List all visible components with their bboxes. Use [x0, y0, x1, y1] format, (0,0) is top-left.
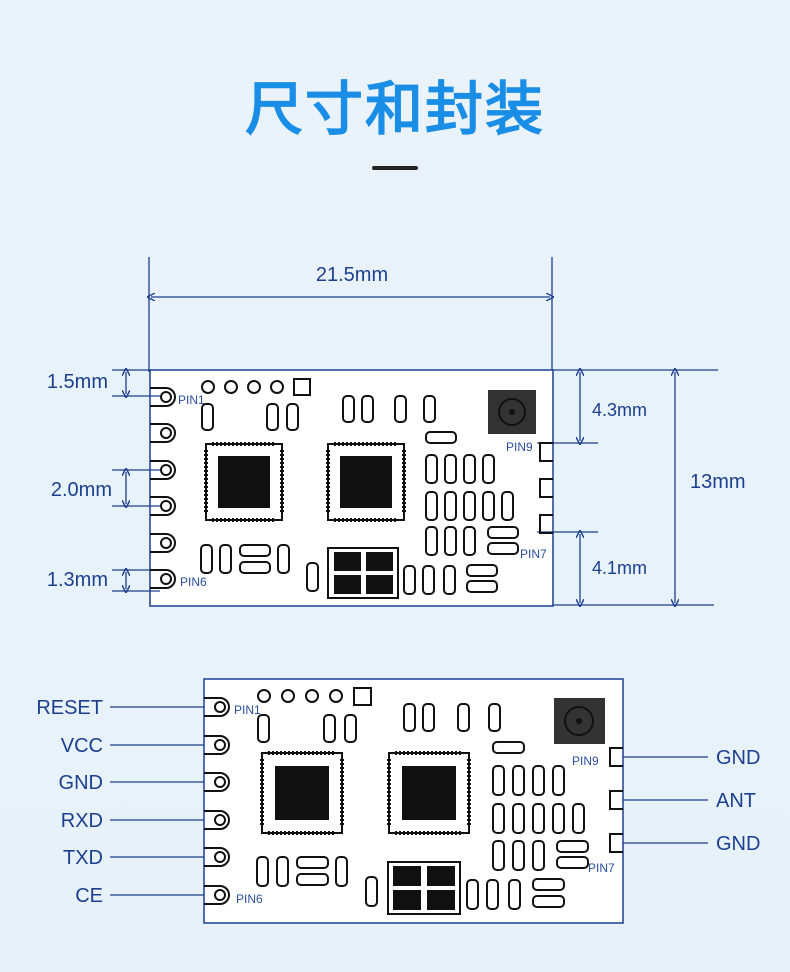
dimension-drawing: 21.5mm 4.3mm 4.1mm 13mm 1.5mm 2.0mm 1.3m… — [47, 257, 746, 606]
pin-label-ant: ANT — [716, 790, 756, 812]
pinout-drawing: PIN1 PIN6 RESET VCC GND RXD TXD CE PIN9 … — [36, 678, 760, 924]
pin-label-rxd: RXD — [61, 810, 103, 832]
dim-1-5-label: 1.5mm — [47, 371, 108, 393]
rf-chip — [340, 456, 392, 508]
pinout-pin1-label: PIN1 — [234, 703, 261, 717]
pin-label-reset: RESET — [36, 697, 103, 719]
pin-label-txd: TXD — [63, 847, 103, 869]
pin-label-gnd-right-bottom: GND — [716, 833, 760, 855]
height-dimension-label: 13mm — [690, 471, 746, 493]
pin6-label: PIN6 — [180, 575, 207, 589]
pin7-label: PIN7 — [520, 547, 547, 561]
pinout-pin7-label: PIN7 — [588, 861, 615, 875]
pin-label-ce: CE — [75, 885, 103, 907]
dim-2-0-label: 2.0mm — [51, 479, 112, 501]
pin1-label: PIN1 — [178, 393, 205, 407]
dim-1-3-label: 1.3mm — [47, 569, 108, 591]
dim-4-1-label: 4.1mm — [592, 558, 647, 578]
page-title: 尺寸和封装 — [244, 75, 545, 143]
pinout-mcu-chip — [275, 766, 329, 820]
pinout-rf-chip — [402, 766, 456, 820]
pin-label-gnd-left: GND — [59, 772, 103, 794]
pin-label-vcc: VCC — [61, 735, 103, 757]
width-dimension-label: 21.5mm — [316, 264, 388, 286]
mcu-chip — [218, 456, 270, 508]
dim-4-3-label: 4.3mm — [592, 400, 647, 420]
pin9-label: PIN9 — [506, 440, 533, 454]
title-divider — [372, 166, 418, 170]
pinout-pin6-label: PIN6 — [236, 892, 263, 906]
pin-label-gnd-right-top: GND — [716, 747, 760, 769]
pinout-pin9-label: PIN9 — [572, 754, 599, 768]
